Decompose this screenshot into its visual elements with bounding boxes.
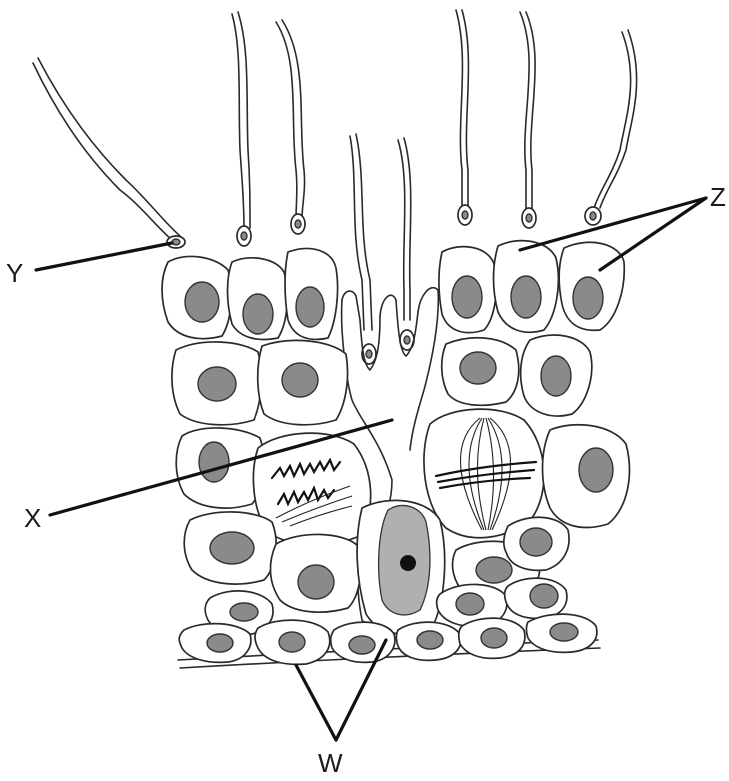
leader-z-2 (600, 198, 706, 270)
secondary-row (172, 335, 592, 425)
spermatid-row (162, 241, 624, 340)
label-x: X (24, 503, 41, 533)
leader-y (36, 243, 172, 270)
label-z: Z (710, 182, 726, 212)
leader-w-1 (296, 665, 336, 740)
leader-z-1 (520, 198, 706, 250)
label-y: Y (6, 258, 23, 288)
label-w: W (318, 748, 343, 778)
